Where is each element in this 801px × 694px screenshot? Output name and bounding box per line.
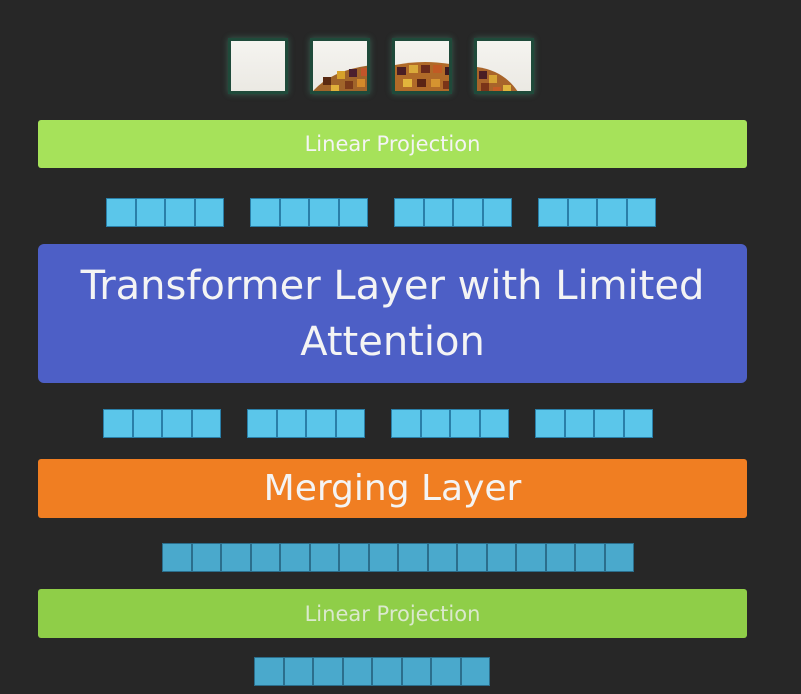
token — [482, 198, 512, 227]
token — [427, 543, 457, 572]
token — [516, 543, 546, 572]
token — [486, 543, 516, 572]
token — [368, 543, 398, 572]
token — [538, 198, 568, 227]
token — [335, 409, 365, 438]
token — [276, 409, 306, 438]
token — [398, 543, 428, 572]
input-patch-2 — [310, 38, 370, 94]
linear-projection-bottom: Linear Projection — [38, 589, 747, 638]
token — [250, 198, 280, 227]
transformer-layer-label: Transformer Layer with Limited Attention — [80, 262, 705, 365]
token — [306, 409, 336, 438]
token — [394, 198, 424, 227]
output-token-row — [254, 657, 490, 686]
token — [221, 543, 251, 572]
token-group-4 — [538, 198, 656, 227]
input-patch-4 — [474, 38, 534, 94]
token — [567, 198, 597, 227]
merged-token-row — [162, 543, 634, 572]
token — [453, 198, 483, 227]
token — [309, 198, 339, 227]
token — [309, 543, 339, 572]
token-group-1 — [106, 198, 224, 227]
token — [247, 409, 277, 438]
linear-projection-top-label: Linear Projection — [304, 132, 481, 156]
token — [423, 198, 453, 227]
token — [431, 657, 461, 686]
linear-projection-bottom-label: Linear Projection — [304, 601, 481, 626]
token — [191, 409, 221, 438]
token-group-3 — [394, 198, 512, 227]
token — [597, 198, 627, 227]
token — [420, 409, 450, 438]
token — [132, 409, 162, 438]
token — [279, 198, 309, 227]
token — [162, 409, 192, 438]
token — [339, 543, 369, 572]
token — [106, 198, 136, 227]
token — [338, 198, 368, 227]
token — [594, 409, 624, 438]
token — [372, 657, 402, 686]
linear-projection-top: Linear Projection — [38, 120, 747, 168]
token — [283, 657, 313, 686]
input-patch-3 — [392, 38, 452, 94]
token — [103, 409, 133, 438]
token — [254, 657, 284, 686]
token — [250, 543, 280, 572]
token — [162, 543, 192, 572]
token — [280, 543, 310, 572]
transformer-layer: Transformer Layer with Limited Attention — [38, 244, 747, 383]
token — [135, 198, 165, 227]
token-group-6 — [247, 409, 365, 438]
token-group-2 — [250, 198, 368, 227]
token — [165, 198, 195, 227]
token-group-8 — [535, 409, 653, 438]
token — [342, 657, 372, 686]
token — [401, 657, 431, 686]
merging-layer: Merging Layer — [38, 459, 747, 518]
token — [313, 657, 343, 686]
token — [535, 409, 565, 438]
token — [450, 409, 480, 438]
token — [623, 409, 653, 438]
token — [479, 409, 509, 438]
merging-layer-label: Merging Layer — [263, 468, 522, 509]
token — [391, 409, 421, 438]
token — [191, 543, 221, 572]
token — [460, 657, 490, 686]
token — [575, 543, 605, 572]
token — [194, 198, 224, 227]
token — [545, 543, 575, 572]
token — [626, 198, 656, 227]
token — [564, 409, 594, 438]
input-patch-1 — [228, 38, 288, 94]
token — [457, 543, 487, 572]
token-group-5 — [103, 409, 221, 438]
token-group-7 — [391, 409, 509, 438]
token — [604, 543, 634, 572]
